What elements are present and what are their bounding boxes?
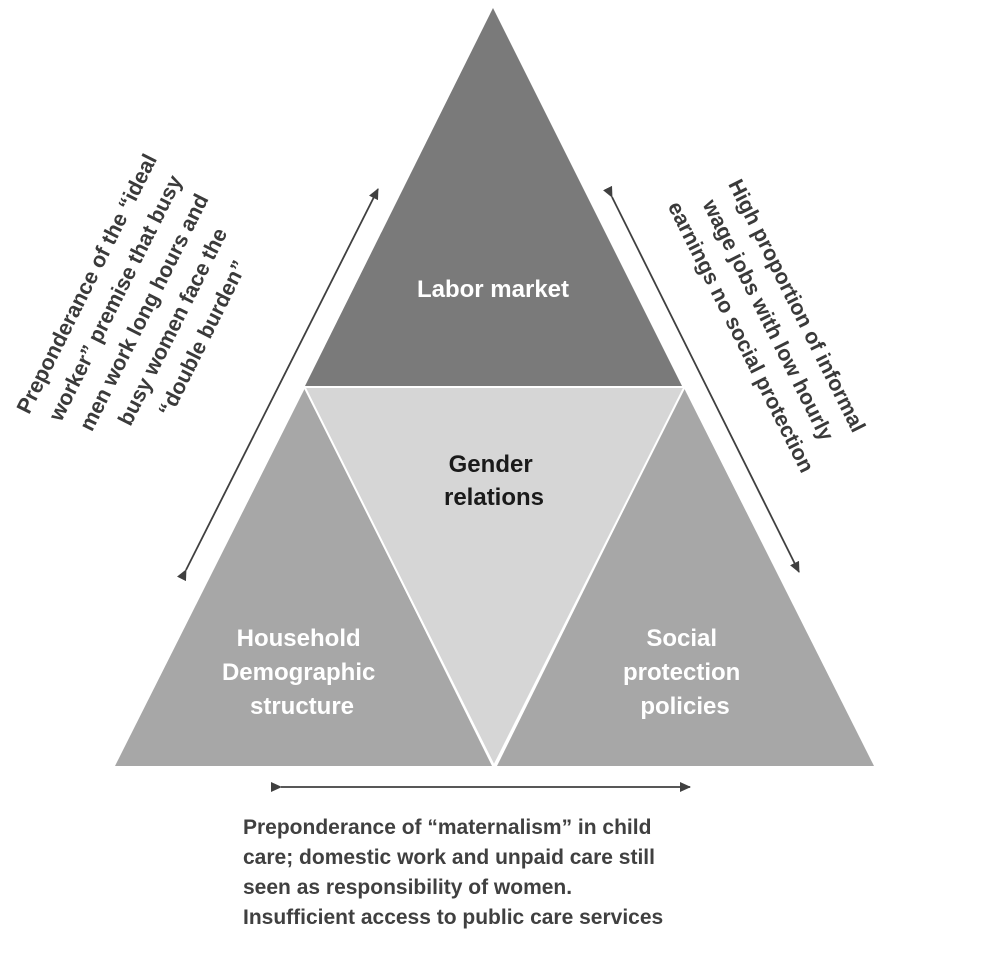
gender-relations-label-line-2: relations bbox=[444, 484, 544, 511]
bottom-edge-text-line-4: Insufficient access to public care servi… bbox=[243, 906, 664, 929]
household-label-line-3: structure bbox=[250, 693, 354, 720]
household-label-line-2: Demographic bbox=[222, 659, 375, 686]
bottom-edge-text-line-2: care; domestic work and unpaid care stil… bbox=[243, 846, 655, 869]
gender-relations-label: Gender relations bbox=[444, 451, 544, 511]
household-label: Household Demographic structure bbox=[222, 625, 382, 720]
left-edge-text: Preponderance of the “ideal worker” prem… bbox=[12, 145, 279, 475]
household-label-line-1: Household bbox=[237, 625, 361, 652]
gender-relations-triangle bbox=[305, 388, 684, 766]
social-protection-label-line-1: Social bbox=[646, 625, 717, 652]
social-protection-label-line-3: policies bbox=[640, 693, 729, 720]
left-edge-arrow bbox=[177, 188, 379, 582]
gender-relations-label-line-1: Gender bbox=[449, 451, 533, 478]
right-edge-arrow bbox=[603, 185, 800, 573]
social-protection-label-line-2: protection bbox=[623, 659, 740, 686]
social-protection-label: Social protection policies bbox=[623, 625, 747, 720]
bottom-edge-text-line-3: seen as responsibility of women. bbox=[243, 876, 573, 899]
bottom-edge-text-line-1: Preponderance of “maternalism” in child bbox=[243, 816, 652, 839]
bottom-edge-text: Preponderance of “maternalism” in child … bbox=[243, 813, 803, 933]
labor-market-triangle bbox=[305, 8, 682, 386]
social-protection-triangle bbox=[497, 388, 874, 766]
labor-market-label: Labor market bbox=[417, 276, 569, 303]
